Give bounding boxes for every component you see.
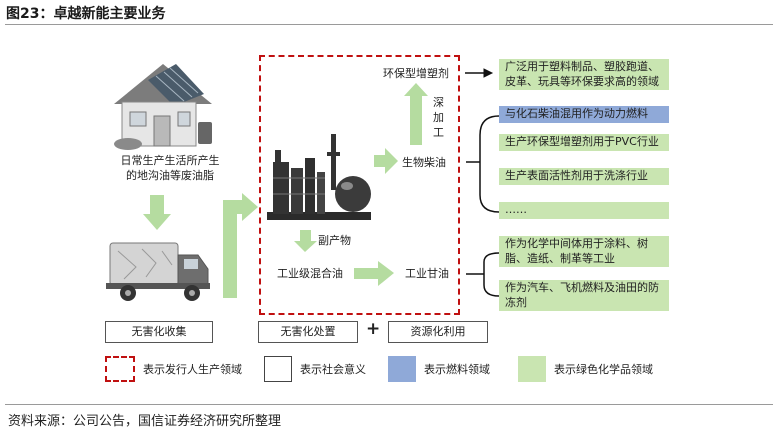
l-arrow-to-factory bbox=[223, 193, 258, 298]
stage-collection: 无害化收集 bbox=[105, 321, 213, 343]
legend-label-fuel: 表示燃料领域 bbox=[424, 363, 490, 376]
legend-swatch-green-chem bbox=[518, 356, 546, 382]
source-label: 日常生产生活所产生 的地沟油等废油脂 bbox=[120, 154, 220, 182]
brace-biodiesel bbox=[479, 115, 500, 213]
product-mixed-oil: 工业级混合油 bbox=[277, 267, 343, 280]
product-biodiesel: 生物柴油 bbox=[402, 156, 446, 169]
byproduct-label: 副产物 bbox=[318, 234, 351, 247]
plus-sign: + bbox=[366, 319, 381, 339]
legend-swatch-producer bbox=[105, 356, 135, 382]
arrow-deep-processing bbox=[404, 83, 428, 145]
app-plasticizer: 广泛用于塑料制品、塑胶跑道、 皮革、玩具等环保要求高的领域 bbox=[499, 59, 669, 90]
app-glycerol-chemical: 作为化学中间体用于涂料、树 脂、造纸、制革等工业 bbox=[499, 236, 669, 267]
product-plasticizer: 环保型增塑剂 bbox=[383, 67, 449, 80]
source-note: 资料来源：公司公告，国信证券经济研究所整理 bbox=[8, 414, 282, 429]
arrow-plasticizer-application bbox=[465, 68, 494, 78]
figure-title: 图23：卓越新能主要业务 bbox=[6, 6, 166, 22]
arrow-byproduct bbox=[294, 230, 317, 252]
arrow-to-glycerol bbox=[354, 261, 394, 286]
legend-label-green-chem: 表示绿色化学品领域 bbox=[554, 363, 653, 376]
legend-label-social: 表示社会意义 bbox=[300, 363, 366, 376]
refinery-icon bbox=[267, 134, 371, 220]
stage-processing: 无害化处置 bbox=[258, 321, 358, 343]
app-biodiesel-fuel: 与化石柴油混用作为动力燃料 bbox=[499, 106, 669, 123]
top-divider bbox=[5, 24, 773, 25]
producer-domain-frame bbox=[259, 55, 460, 315]
bottom-divider bbox=[5, 404, 773, 405]
brace-glycerol bbox=[483, 252, 500, 297]
legend-label-producer: 表示发行人生产领域 bbox=[143, 363, 242, 376]
stage-utilization: 资源化利用 bbox=[388, 321, 488, 343]
deep-processing-label: 深 加 工 bbox=[433, 96, 444, 139]
legend-swatch-social bbox=[264, 356, 292, 382]
garbage-truck-icon bbox=[106, 242, 210, 301]
arrow-to-biodiesel bbox=[374, 148, 398, 174]
app-biodiesel-more: …… bbox=[499, 202, 669, 219]
app-biodiesel-surfactant: 生产表面活性剂用于洗涤行业 bbox=[499, 168, 669, 185]
down-arrow-collection bbox=[143, 195, 171, 230]
app-glycerol-antifreeze: 作为汽车、飞机燃料及油田的防 冻剂 bbox=[499, 280, 669, 311]
app-biodiesel-pvc: 生产环保型增塑剂用于PVC行业 bbox=[499, 134, 669, 151]
product-glycerol: 工业甘油 bbox=[405, 267, 449, 280]
house-icon bbox=[114, 64, 212, 150]
legend-swatch-fuel bbox=[388, 356, 416, 382]
